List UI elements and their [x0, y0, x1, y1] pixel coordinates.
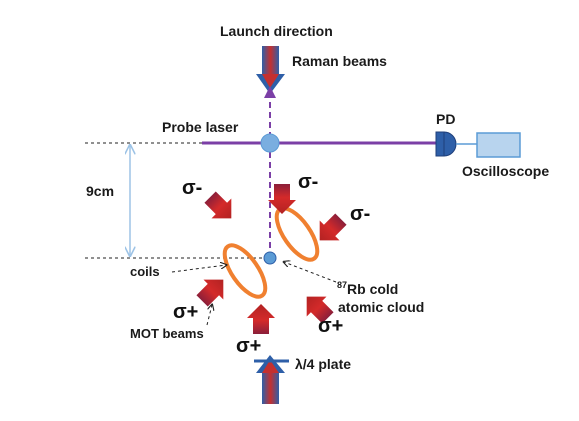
mot-beam-arrow-upper-right — [319, 213, 347, 241]
oscilloscope-box — [476, 132, 521, 158]
coil-right — [274, 206, 320, 262]
launch-direction-label: Launch direction — [220, 23, 333, 39]
rb-cloud-label-line1: 87Rb cold — [337, 280, 398, 297]
waveplate-label: λ/4 plate — [295, 356, 351, 372]
bottom-beam-arrow — [256, 355, 285, 404]
probe-intersection-point — [260, 133, 280, 153]
coils-label: coils — [130, 264, 160, 279]
polarization-lower-left: σ+ — [173, 301, 198, 323]
pd-label: PD — [436, 111, 455, 127]
polarization-bottom: σ+ — [236, 335, 261, 357]
mot-beams-pointer — [206, 305, 212, 326]
mot-beam-arrow-lower-left — [196, 279, 224, 307]
polarization-lower-right: σ+ — [318, 315, 343, 337]
polarization-upper-center: σ- — [298, 171, 318, 193]
mot-beam-arrow-bottom-center — [247, 304, 275, 334]
raman-beams-arrow — [256, 46, 285, 94]
mot-beam-arrow-lower-right — [306, 296, 334, 324]
rb-cloud-pointer — [284, 262, 337, 283]
raman-beams-label: Raman beams — [292, 53, 387, 69]
mot-beams-label: MOT beams — [130, 326, 204, 341]
polarization-upper-right: σ- — [350, 203, 370, 225]
coil-left — [222, 243, 268, 299]
rb-cloud-text: Rb cold — [347, 281, 398, 297]
mot-beam-arrow-upper-center — [268, 184, 296, 214]
distance-label: 9cm — [86, 183, 114, 199]
cold-atom-cloud — [263, 251, 277, 265]
polarization-upper-left: σ- — [182, 177, 202, 199]
oscilloscope-label: Oscilloscope — [462, 163, 549, 179]
probe-laser-label: Probe laser — [162, 119, 239, 135]
rb-cloud-label-line2: atomic cloud — [338, 299, 424, 315]
mot-beam-arrow-upper-left — [204, 191, 232, 219]
coils-pointer — [171, 265, 226, 273]
photodetector-icon — [435, 131, 457, 157]
rb-mass-number: 87 — [337, 280, 347, 290]
